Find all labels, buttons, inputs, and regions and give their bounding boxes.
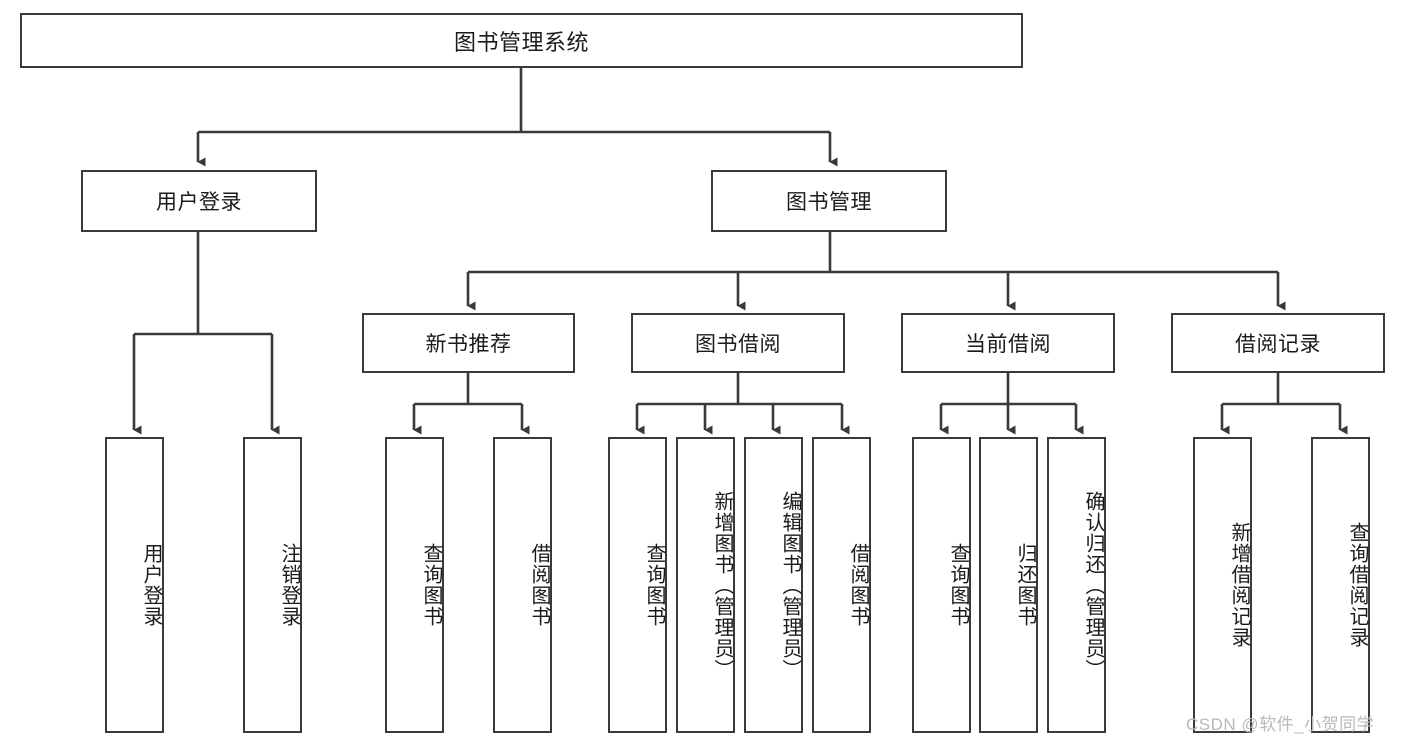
node-label: 查询图书	[420, 543, 442, 627]
node-current-borrow[interactable]: 当前借阅	[901, 313, 1115, 373]
node-new-book-recommend[interactable]: 新书推荐	[362, 313, 575, 373]
node-label: 用户登录	[140, 543, 162, 627]
node-label: 查询借阅记录	[1346, 522, 1368, 648]
node-label: 图书管理	[786, 191, 872, 214]
node-book-borrow[interactable]: 图书借阅	[631, 313, 845, 373]
node-label: 查询图书	[643, 543, 665, 627]
leaf-current-borrow-return[interactable]: 归还图书	[979, 437, 1038, 733]
leaf-new-book-borrow[interactable]: 借阅图书	[493, 437, 552, 733]
leaf-book-borrow-lend[interactable]: 借阅图书	[812, 437, 871, 733]
node-borrow-records[interactable]: 借阅记录	[1171, 313, 1385, 373]
leaf-user-login-signin[interactable]: 用户登录	[105, 437, 164, 733]
leaf-current-borrow-query[interactable]: 查询图书	[912, 437, 971, 733]
leaf-new-book-query[interactable]: 查询图书	[385, 437, 444, 733]
node-label: 当前借阅	[965, 333, 1051, 356]
node-label: 图书借阅	[695, 333, 781, 356]
leaf-book-borrow-query[interactable]: 查询图书	[608, 437, 667, 733]
node-label: 借阅图书	[847, 543, 869, 627]
node-label: 归还图书	[1014, 543, 1036, 627]
node-label: 查询图书	[947, 543, 969, 627]
leaf-borrow-record-add[interactable]: 新增借阅记录	[1193, 437, 1252, 733]
leaf-current-borrow-confirm[interactable]: 确认归还（管理员）	[1047, 437, 1106, 733]
node-book-management[interactable]: 图书管理	[711, 170, 947, 232]
node-user-login[interactable]: 用户登录	[81, 170, 317, 232]
leaf-book-borrow-add[interactable]: 新增图书（管理员）	[676, 437, 735, 733]
node-label: 用户登录	[156, 191, 242, 214]
node-label: 图书管理系统	[453, 29, 589, 55]
node-label: 编辑图书（管理员）	[779, 490, 801, 680]
node-label: 新书推荐	[425, 333, 512, 356]
node-label: 借阅记录	[1235, 333, 1321, 356]
leaf-user-login-signout[interactable]: 注销登录	[243, 437, 302, 733]
leaf-borrow-record-query[interactable]: 查询借阅记录	[1311, 437, 1370, 733]
node-label: 确认归还（管理员）	[1082, 490, 1104, 680]
node-label: 注销登录	[278, 543, 300, 627]
node-root-system[interactable]: 图书管理系统	[20, 13, 1023, 68]
leaf-book-borrow-edit[interactable]: 编辑图书（管理员）	[744, 437, 803, 733]
node-label: 借阅图书	[528, 543, 550, 627]
node-label: 新增借阅记录	[1228, 522, 1250, 648]
node-label: 新增图书（管理员）	[711, 490, 733, 680]
watermark-text: CSDN @软件_小贺同学	[1186, 715, 1375, 734]
